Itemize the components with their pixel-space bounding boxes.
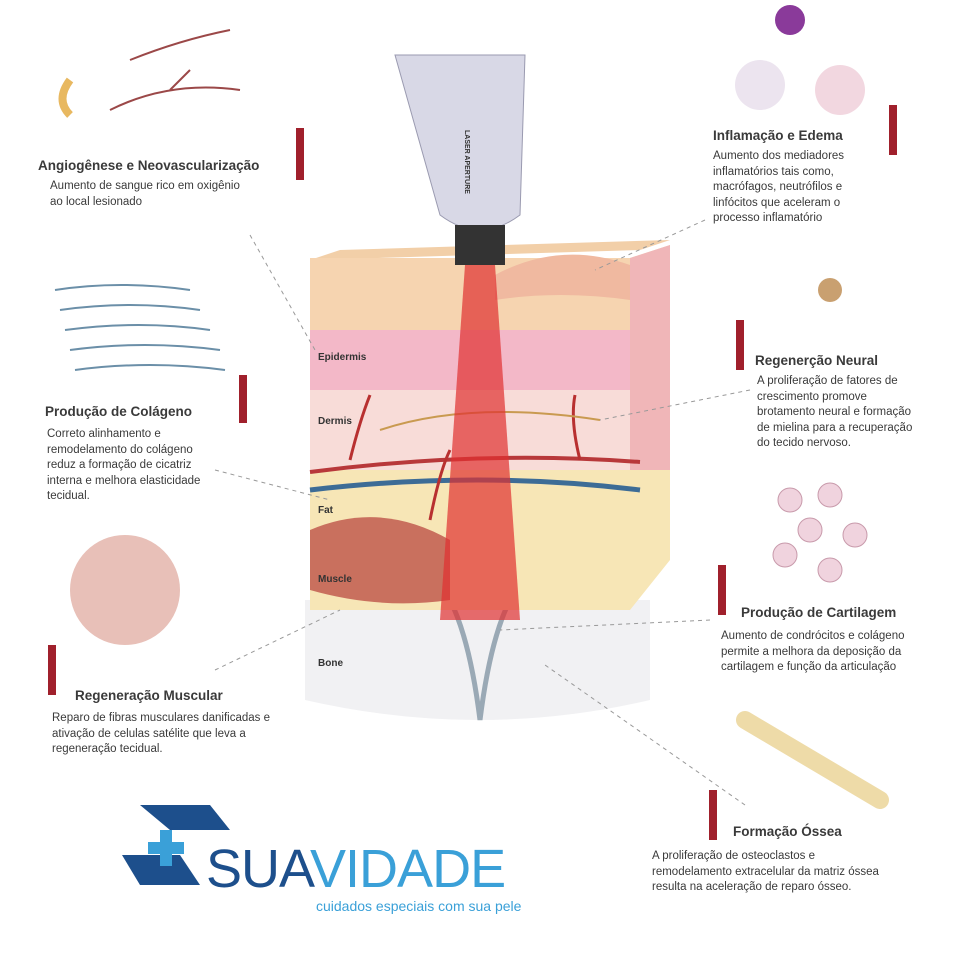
section-desc: Aumento dos mediadores inflamatórios tai… <box>713 150 845 224</box>
joint <box>447 598 513 721</box>
logo-cross-icon <box>148 830 184 866</box>
arrow-up-icon <box>239 375 247 423</box>
collagen-image <box>54 284 226 371</box>
laser-beam <box>440 265 520 620</box>
laser-device <box>394 54 526 231</box>
section-title: Angiogênese e Neovascularização <box>38 158 260 173</box>
laser-tip <box>455 225 505 265</box>
arrow-up-icon <box>718 565 726 615</box>
logo-hand-bottom <box>122 855 200 885</box>
bone-layer <box>305 600 650 720</box>
arrow-up-icon <box>709 790 717 840</box>
layer-label-epidermis: Epidermis <box>318 352 367 363</box>
device-label: LASER APERTURE <box>463 130 470 194</box>
section-title: Regeneração Muscular <box>75 688 223 703</box>
neuron-image <box>818 278 842 302</box>
layer-label-muscle: Muscle <box>318 574 352 585</box>
muscle-layer <box>310 517 450 604</box>
logo-text-a: SUA <box>206 839 311 899</box>
section-desc: Aumento de sangue rico em oxigênio ao lo… <box>50 180 240 208</box>
logo-tagline: cuidados especiais com sua pele <box>316 898 522 914</box>
logo-text: SUAVIDADE <box>206 838 506 900</box>
cell-image <box>775 5 805 35</box>
section-desc: A proliferação de osteoclastos e remodel… <box>652 850 879 893</box>
cartilage-image <box>772 482 868 583</box>
section-title: Inflamação e Edema <box>713 128 843 143</box>
edema-bump <box>495 254 630 300</box>
arrow-up-icon <box>736 320 744 370</box>
layer-label-dermis: Dermis <box>318 416 352 427</box>
curved-arrow-icon <box>58 77 74 118</box>
bone-image <box>736 711 889 809</box>
section-title: Regenerção Neural <box>755 353 879 368</box>
section-title: Produção de Colágeno <box>45 404 193 419</box>
muscle-fiber-image <box>70 535 180 645</box>
layer-label-fat: Fat <box>318 505 333 516</box>
arrow-down-icon <box>889 105 897 155</box>
layer-label-bone: Bone <box>318 658 343 669</box>
arrow-up-icon <box>48 645 56 695</box>
logo-text-b: VIDADE <box>310 839 506 899</box>
logo-hand-top <box>140 805 230 830</box>
section-desc: Reparo de fibras musculares danificadas … <box>52 712 270 755</box>
section-desc: Correto alinhamento e remodelamento do c… <box>47 428 201 502</box>
section-title: Formação Óssea <box>733 824 842 839</box>
section-desc: Aumento de condrócitos e colágeno permit… <box>721 630 905 673</box>
vessel-image <box>109 29 241 111</box>
section-title: Produção de Cartilagem <box>741 605 897 620</box>
arrow-up-icon <box>296 128 304 180</box>
section-desc: A proliferação de fatores de crescimento… <box>757 375 913 449</box>
